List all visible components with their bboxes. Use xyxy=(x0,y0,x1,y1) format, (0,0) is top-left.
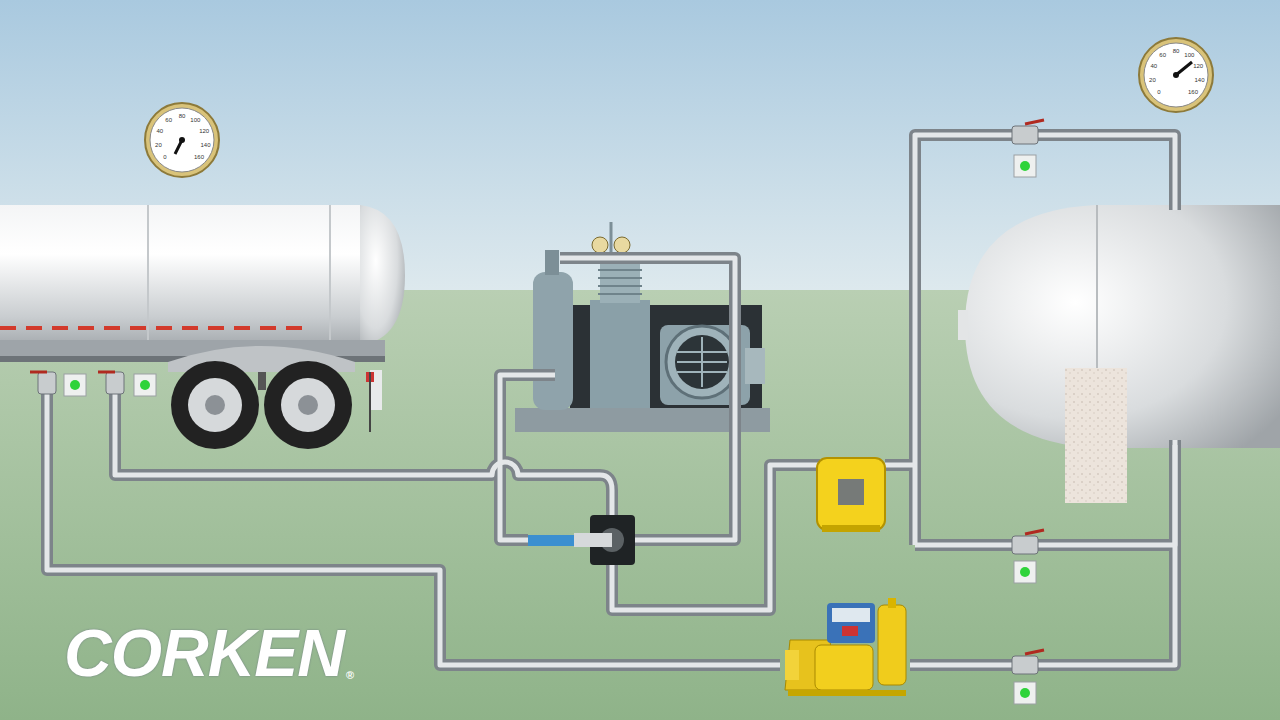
registered-mark: ® xyxy=(346,670,354,681)
gauge-number: 40 xyxy=(1150,63,1157,69)
gauge-number: 100 xyxy=(1184,52,1194,58)
gauge-number: 60 xyxy=(165,117,172,123)
control-box xyxy=(817,458,885,532)
gauge-number: 20 xyxy=(155,142,162,148)
gauge-number: 0 xyxy=(1157,89,1160,95)
gauge-number: 120 xyxy=(199,128,209,134)
gauge-number: 140 xyxy=(1195,77,1205,83)
four-way-valve xyxy=(528,515,635,565)
gauge-number: 140 xyxy=(201,142,211,148)
gauge-number: 80 xyxy=(179,113,186,119)
gauge-number: 160 xyxy=(1188,89,1198,95)
indicator-lights xyxy=(64,155,1036,704)
tanker-truck xyxy=(0,205,405,449)
pressure-gauge xyxy=(1139,38,1213,112)
gauge-number: 100 xyxy=(190,117,200,123)
gauge-number: 20 xyxy=(1149,77,1156,83)
pressure-gauge xyxy=(145,103,219,177)
gauge-number: 120 xyxy=(1193,63,1203,69)
gauge-number: 80 xyxy=(1173,48,1180,54)
brand-logo: CORKEN xyxy=(64,620,344,686)
valves xyxy=(38,126,1038,674)
gauge-number: 160 xyxy=(194,154,204,160)
meter-assembly xyxy=(785,598,906,696)
gauge-number: 40 xyxy=(156,128,163,134)
gauge-number: 0 xyxy=(163,154,166,160)
storage-tank xyxy=(958,205,1280,503)
gauge-number: 60 xyxy=(1159,52,1166,58)
